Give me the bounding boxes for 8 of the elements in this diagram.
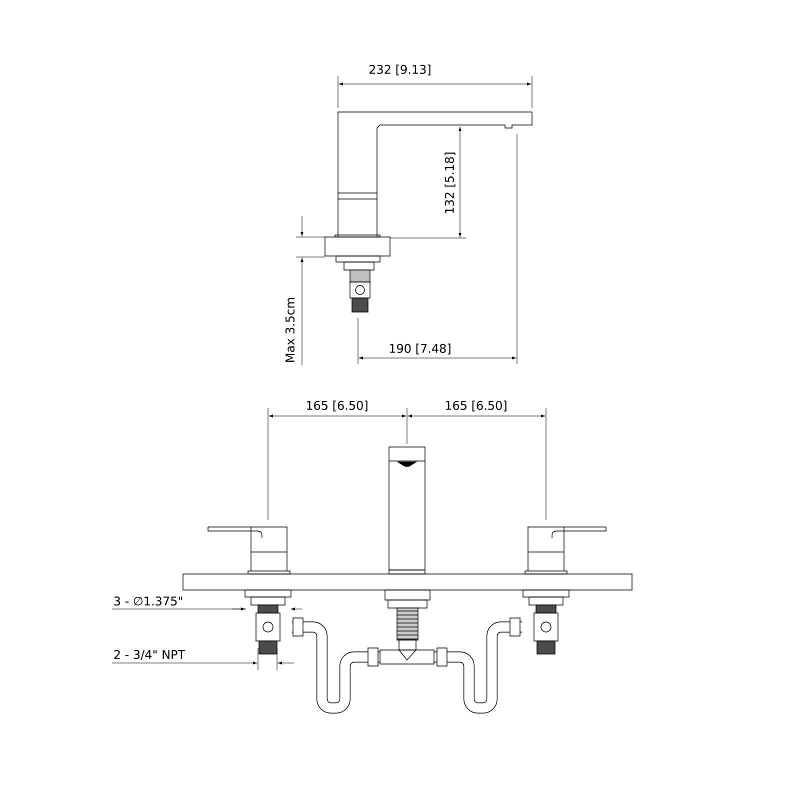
dimension-label: Max 3.5cm xyxy=(285,298,295,362)
dimension-label: 165 [6.50] xyxy=(446,400,506,412)
dimension-label: 165 [6.50] xyxy=(306,400,368,412)
dimension-label: 232 [9.13] xyxy=(369,64,430,76)
dimension-label: 132 [5.18] xyxy=(444,152,456,214)
dimension-label: 190 [7.48] xyxy=(390,344,450,354)
dimension-label: 3 - ∅1.375" xyxy=(114,596,182,606)
dimension-label: 2 - 3/4" NPT xyxy=(114,650,186,660)
